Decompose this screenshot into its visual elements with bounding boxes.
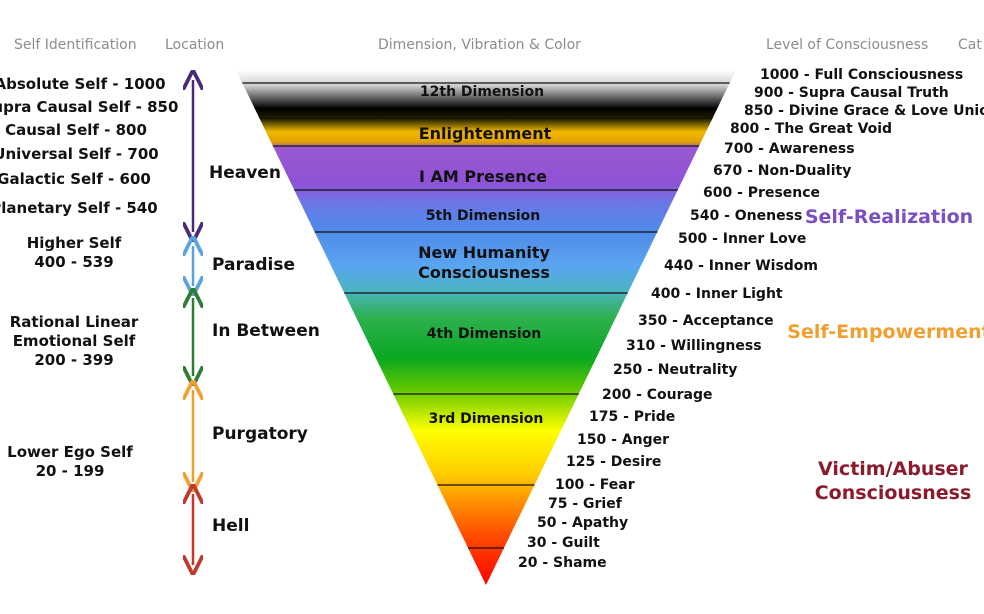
level-item: 100 - Fear	[555, 477, 635, 493]
level-item: 400 - Inner Light	[651, 286, 783, 302]
self-id-galactic: Galactic Self - 600	[0, 170, 151, 188]
dimension-3rd: 3rd Dimension	[428, 411, 544, 427]
category-self-empowerment-text: Self-Empowerment	[787, 321, 984, 343]
header-category: Cat	[958, 37, 982, 53]
level-item: 700 - Awareness	[724, 141, 855, 157]
header-level: Level of Consciousness	[766, 37, 929, 53]
level-item: 125 - Desire	[566, 454, 662, 470]
level-item: 200 - Courage	[602, 387, 713, 403]
level-item: 850 - Divine Grace & Love Union	[744, 103, 984, 119]
level-item: 310 - Willingness	[626, 338, 762, 354]
level-item: 50 - Apathy	[537, 515, 629, 531]
level-item: 600 - Presence	[703, 185, 821, 201]
category-self-realization-text: Self-Realization	[804, 206, 974, 228]
self-id-supra-causal: Supra Causal Self - 850	[0, 98, 179, 116]
level-item: 500 - Inner Love	[678, 231, 807, 247]
self-id-universal: Universal Self - 700	[0, 145, 159, 163]
location-purgatory: Purgatory	[212, 424, 308, 444]
level-item: 75 - Grief	[548, 496, 622, 512]
level-item: 1000 - Full Consciousness	[760, 67, 964, 83]
dimension-i-am-presence: I AM Presence	[419, 167, 547, 186]
dimension-dividers	[242, 82, 730, 549]
header-self-identification: Self Identification	[14, 37, 137, 53]
self-id-causal: Causal Self - 800	[5, 121, 147, 139]
location-in-between: In Between	[212, 321, 320, 341]
level-item: 150 - Anger	[577, 432, 670, 448]
level-item: 900 - Supra Causal Truth	[754, 85, 949, 101]
level-item: 250 - Neutrality	[613, 362, 738, 378]
level-item: 30 - Guilt	[527, 535, 600, 551]
level-item: 670 - Non-Duality	[713, 163, 852, 179]
level-item: 440 - Inner Wisdom	[664, 258, 818, 274]
level-item: 175 - Pride	[589, 409, 676, 425]
level-item: 350 - Acceptance	[638, 313, 774, 329]
level-item: 800 - The Great Void	[730, 121, 893, 137]
level-item: 20 - Shame	[518, 555, 607, 571]
header-dimension: Dimension, Vibration & Color	[378, 37, 581, 53]
category-self-realization: Self-Realization	[805, 205, 973, 229]
dimension-5th: 5th Dimension	[425, 208, 541, 224]
level-item: 540 - Oneness	[690, 208, 803, 224]
header-location: Location	[165, 37, 225, 53]
self-id-absolute: Absolute Self - 1000	[0, 75, 166, 93]
location-heaven: Heaven	[209, 163, 281, 183]
dimension-enlightenment: Enlightenment	[418, 124, 552, 143]
location-hell: Hell	[212, 516, 250, 536]
dimension-4th: 4th Dimension	[426, 326, 542, 342]
category-self-empowerment: Self-Empowerment	[787, 320, 984, 344]
location-paradise: Paradise	[212, 255, 295, 275]
dimension-12th: 12th Dimension	[419, 84, 545, 100]
self-id-planetary: Planetary Self - 540	[0, 199, 158, 217]
triangle-body	[236, 70, 736, 585]
